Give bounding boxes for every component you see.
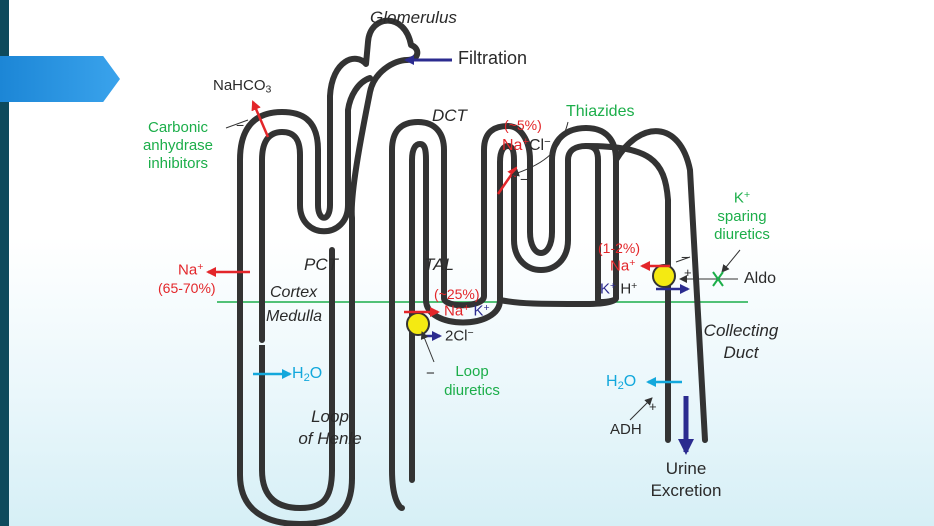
collecting-duct-outer <box>497 295 619 307</box>
dct-cl-text: Cl <box>529 137 545 155</box>
nephron-tubule <box>237 17 421 526</box>
k-sparing-line-3: diuretics <box>714 225 770 243</box>
tal-label: TAL <box>424 255 454 274</box>
k-sparing-label: K+ sparing diuretics <box>702 186 782 244</box>
ks-block-pointer <box>675 256 691 263</box>
slide-arrow-tab <box>0 56 120 102</box>
ca-inhibitor-pointer <box>225 119 249 129</box>
cortex-label: Cortex <box>270 284 318 301</box>
cd-plus-sign: + <box>684 265 692 280</box>
aldo-label: Aldo <box>744 270 777 287</box>
dct-na-charge: + <box>522 136 529 148</box>
pct-percent: (65-70%) <box>158 280 216 296</box>
loop-minus-sign: − <box>426 365 435 382</box>
collecting-duct-line-1: Collecting <box>703 321 779 340</box>
h2o-right-label: H2O <box>606 373 637 392</box>
carbonic-anhydrase-label: Carbonic anhydrase inhibitors <box>132 119 224 173</box>
ca-minus-sign: − <box>236 117 245 133</box>
cd-pump <box>652 264 676 288</box>
adh-plus-sign: + <box>649 399 657 414</box>
loop-henle-line-1: Loop <box>311 407 349 426</box>
thiazides-label: Thiazides <box>566 103 635 120</box>
pct-na-label: Na+ <box>178 261 204 279</box>
carbonic-line-3: inhibitors <box>147 155 209 172</box>
urine-line-1: Urine <box>665 459 707 478</box>
urine-excretion-label: Urine Excretion <box>636 458 736 502</box>
cd-k-text: K <box>600 280 611 298</box>
thiazide-minus-sign: − <box>520 171 529 187</box>
glomerulus-label: Glomerulus <box>370 8 457 27</box>
tal-symporter <box>406 312 430 336</box>
cd-h-charge: + <box>631 280 638 292</box>
k-sparing-line-2: sparing <box>717 207 767 225</box>
dct-inner <box>409 141 601 343</box>
loop-henle-line-2: of Henle <box>298 429 362 448</box>
k-sparing-line-1: K+ <box>733 189 751 207</box>
cd-h-text: H <box>620 280 632 298</box>
dct-cl-charge: − <box>544 136 551 148</box>
tal-cl-label: 2Cl− <box>445 327 474 345</box>
tal-bottom <box>389 337 415 511</box>
dct-label: DCT <box>432 106 467 125</box>
urine-line-2: Excretion <box>650 481 722 500</box>
cd-k-charge: + <box>610 280 617 292</box>
tal-na-text: Na <box>444 302 464 320</box>
tal-percent: (~25%) <box>434 286 480 302</box>
collecting-duct-line-2: Duct <box>723 343 759 362</box>
collecting-duct-label: Collecting Duct <box>700 320 782 364</box>
cd-kh-label: K+ H+ <box>600 281 637 297</box>
tal-k-text: K <box>473 302 484 320</box>
adh-label: ADH <box>610 421 642 438</box>
k-sparing-pointer <box>721 249 741 273</box>
pct-inner-wall <box>259 75 373 343</box>
aldo-block-x <box>712 271 724 287</box>
adh-pointer <box>629 397 653 421</box>
cd-minus-sign: − <box>681 249 690 265</box>
nahco3-arrow <box>251 100 270 138</box>
carbonic-line-1: Carbonic <box>147 119 209 136</box>
cd-percent: (1-2%) <box>598 240 641 256</box>
cd-na-label: Na+ <box>610 257 636 275</box>
dct-percent: (~5%) <box>504 117 542 133</box>
loop-henle-inner <box>259 345 335 511</box>
slide-left-bar <box>0 0 9 526</box>
tal-ascending <box>389 119 619 343</box>
tal-na-charge: + <box>463 302 470 314</box>
loop-of-henle-label: Loop of Henle <box>290 406 370 450</box>
dct-nacl-label: Na+Cl− <box>502 136 551 155</box>
tal-na-k-label: Na+ K+ <box>444 303 490 319</box>
collecting-duct <box>583 128 708 443</box>
dct-na-text: Na <box>502 137 523 155</box>
medulla-label: Medulla <box>266 308 323 325</box>
carbonic-line-2: anhydrase <box>142 137 214 154</box>
loop-diuretics-line-2: diuretics <box>444 382 500 399</box>
loop-diuretics-line-1: Loop <box>455 363 489 380</box>
loop-diuretic-pointer <box>420 331 435 363</box>
loop-diuretics-label: Loop diuretics <box>434 362 510 400</box>
pct-label: PCT <box>304 255 338 274</box>
filtration-label: Filtration <box>458 48 528 68</box>
nahco3-label: NaHCO3 <box>213 77 272 96</box>
thiazide-pointer <box>511 121 569 177</box>
h2o-left-label: H2O <box>292 365 323 384</box>
tal-k-charge: + <box>483 302 490 314</box>
